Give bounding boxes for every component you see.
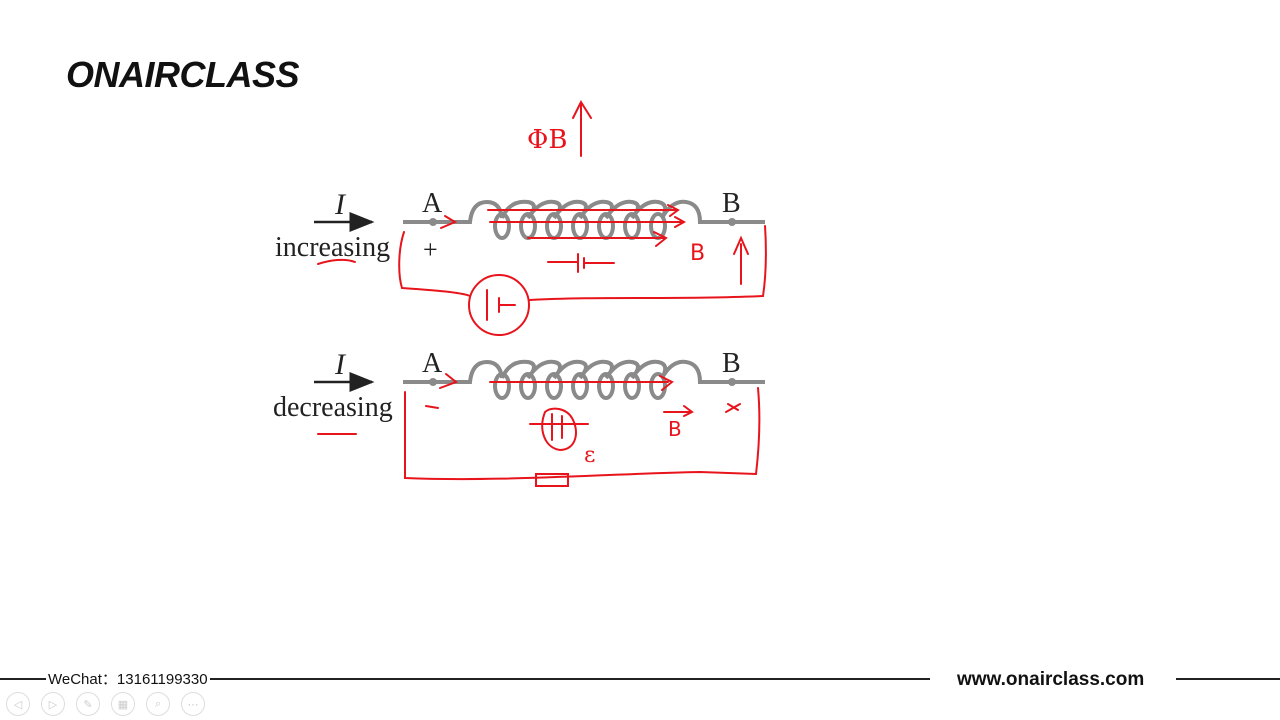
handwritten-annotations	[317, 99, 767, 487]
pen-icon[interactable]: ✎	[76, 692, 100, 716]
current-label-bottom: I	[334, 348, 347, 381]
more-icon[interactable]: ⋯	[181, 692, 205, 716]
bottom-inductor: I decreasing A B	[273, 348, 765, 423]
top-red-loop	[398, 225, 767, 301]
bottom-emf-circle	[529, 407, 589, 452]
flux-up-arrow	[572, 99, 592, 157]
terminal-a-top: A	[422, 188, 443, 219]
terminal-b-bottom: B	[722, 348, 741, 379]
zoom-icon[interactable]: ⌕	[146, 692, 170, 716]
coil-top	[403, 199, 765, 240]
current-label-top: I	[334, 188, 347, 221]
top-battery-circle	[468, 274, 530, 336]
footer-divider-left	[0, 678, 930, 680]
logo: ONAIRCLASS	[66, 54, 300, 95]
previous-icon[interactable]: ◁	[6, 692, 30, 716]
flux-label: ΦB	[527, 125, 567, 155]
bottom-red-loop	[404, 387, 761, 481]
footer-divider-right	[1176, 678, 1280, 680]
top-inductor: I increasing A B +	[275, 188, 765, 264]
terminal-b-top: B	[722, 188, 741, 219]
next-icon[interactable]: ▷	[41, 692, 65, 716]
wechat-contact: WeChat：13161199330	[46, 668, 210, 689]
top-battery-symbol	[547, 253, 615, 273]
emf-label: ε	[584, 443, 595, 468]
slides-icon[interactable]: ▦	[111, 692, 135, 716]
resistor-symbol	[535, 473, 569, 487]
plus-sign: +	[423, 235, 438, 264]
state-label-top: increasing	[275, 232, 390, 263]
field-label-bottom: B	[668, 417, 682, 441]
coil-bottom	[403, 359, 765, 400]
field-label-top: B	[690, 241, 705, 266]
slideshow-controls: ◁ ▷ ✎ ▦ ⌕ ⋯	[6, 692, 205, 716]
terminal-a-bottom: A	[422, 348, 443, 379]
website-link[interactable]: www.onairclass.com	[957, 669, 1145, 690]
state-label-bottom: decreasing	[273, 392, 393, 423]
